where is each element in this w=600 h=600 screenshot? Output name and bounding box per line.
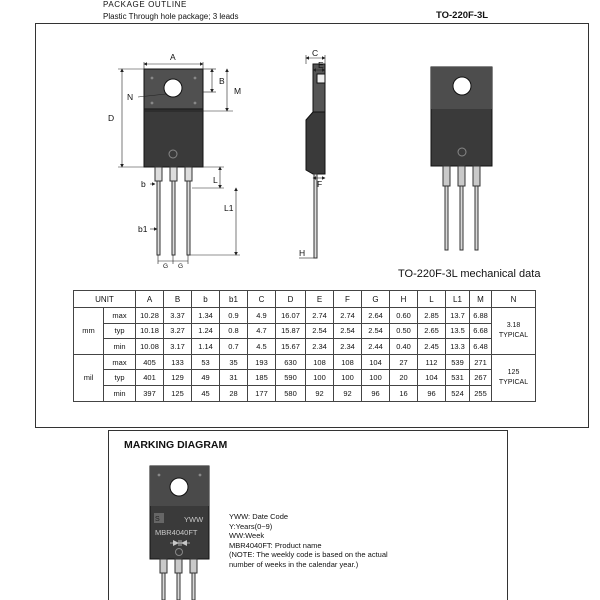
diode-symbol-icon bbox=[170, 540, 190, 546]
row-kind-cell: min bbox=[103, 384, 136, 402]
dim-label-b1: b1 bbox=[138, 224, 148, 234]
column-header: N bbox=[491, 290, 536, 308]
value-cell: 177 bbox=[247, 384, 276, 402]
header-title: PACKAGE OUTLINE bbox=[103, 0, 187, 9]
value-cell: 6.68 bbox=[469, 322, 492, 340]
perspective-view bbox=[430, 66, 493, 251]
front-view: A B M N D L L1 b b1 G G bbox=[108, 52, 241, 270]
legend-line: number of weeks in the calendar year.) bbox=[229, 559, 359, 569]
dim-label-L: L bbox=[213, 175, 218, 185]
marking-frame bbox=[108, 430, 508, 600]
n-typical-label: TYPICAL bbox=[498, 331, 529, 339]
legend-line: WW:Week bbox=[229, 531, 265, 541]
dim-label-A: A bbox=[170, 52, 176, 62]
dim-label-L1: L1 bbox=[224, 203, 234, 213]
column-header: M bbox=[469, 290, 492, 308]
dim-label-M: M bbox=[234, 86, 241, 96]
dim-label-N: N bbox=[127, 92, 133, 102]
dim-label-D: D bbox=[108, 113, 114, 123]
dim-label-H: H bbox=[299, 248, 305, 258]
column-header: b1 bbox=[219, 290, 248, 308]
n-value: 125 bbox=[507, 368, 520, 376]
unit-cell: mil bbox=[73, 353, 104, 402]
legend-line: Y:Years(0~9) bbox=[229, 521, 273, 531]
legend-line: (NOTE: The weekly code is based on the a… bbox=[229, 550, 388, 560]
logo-icon: S bbox=[154, 513, 164, 523]
outline-frame bbox=[35, 23, 589, 428]
column-header: F bbox=[333, 290, 362, 308]
mounting-hole bbox=[163, 78, 183, 98]
value-cell: 580 bbox=[275, 384, 306, 402]
marking-title: MARKING DIAGRAM bbox=[124, 439, 228, 451]
mechanical-data-caption: TO-220F-3L mechanical data bbox=[398, 268, 541, 280]
side-view: C E F H bbox=[299, 48, 326, 259]
side-lead bbox=[313, 173, 318, 259]
n-value: 3.18 bbox=[506, 321, 521, 329]
dim-label-G-2: G bbox=[178, 263, 183, 270]
legend-line: YWW: Date Code bbox=[229, 512, 289, 521]
dim-label-B: B bbox=[219, 76, 225, 86]
package-name: TO-220F-3L bbox=[436, 10, 489, 21]
chip-part-number: MBR4040FT bbox=[155, 528, 198, 537]
header-subtitle: Plastic Through hole package; 3 leads bbox=[103, 12, 239, 21]
column-header: L1 bbox=[445, 290, 470, 308]
chip-date-code: YWW bbox=[184, 515, 204, 524]
dim-label-F: F bbox=[317, 179, 322, 189]
value-cell: 255 bbox=[469, 384, 492, 402]
dim-label-G-1: G bbox=[163, 263, 168, 270]
column-header: UNIT bbox=[73, 290, 136, 308]
dim-label-C: C bbox=[312, 48, 318, 58]
dim-label-b: b bbox=[141, 179, 146, 189]
marking-legend: YWW: Date Code Y:Years(0~9) WW:Week MBR4… bbox=[229, 512, 388, 570]
column-header: E bbox=[305, 290, 334, 308]
svg-text:S: S bbox=[155, 516, 160, 523]
dim-label-E: E bbox=[318, 60, 324, 70]
table-header-row: UNIT A B b b1 C D E F G H L L1 M N bbox=[73, 290, 536, 308]
legend-line: MBR4040FT: Product name bbox=[229, 540, 322, 550]
n-typical-label: TYPICAL bbox=[498, 378, 529, 386]
